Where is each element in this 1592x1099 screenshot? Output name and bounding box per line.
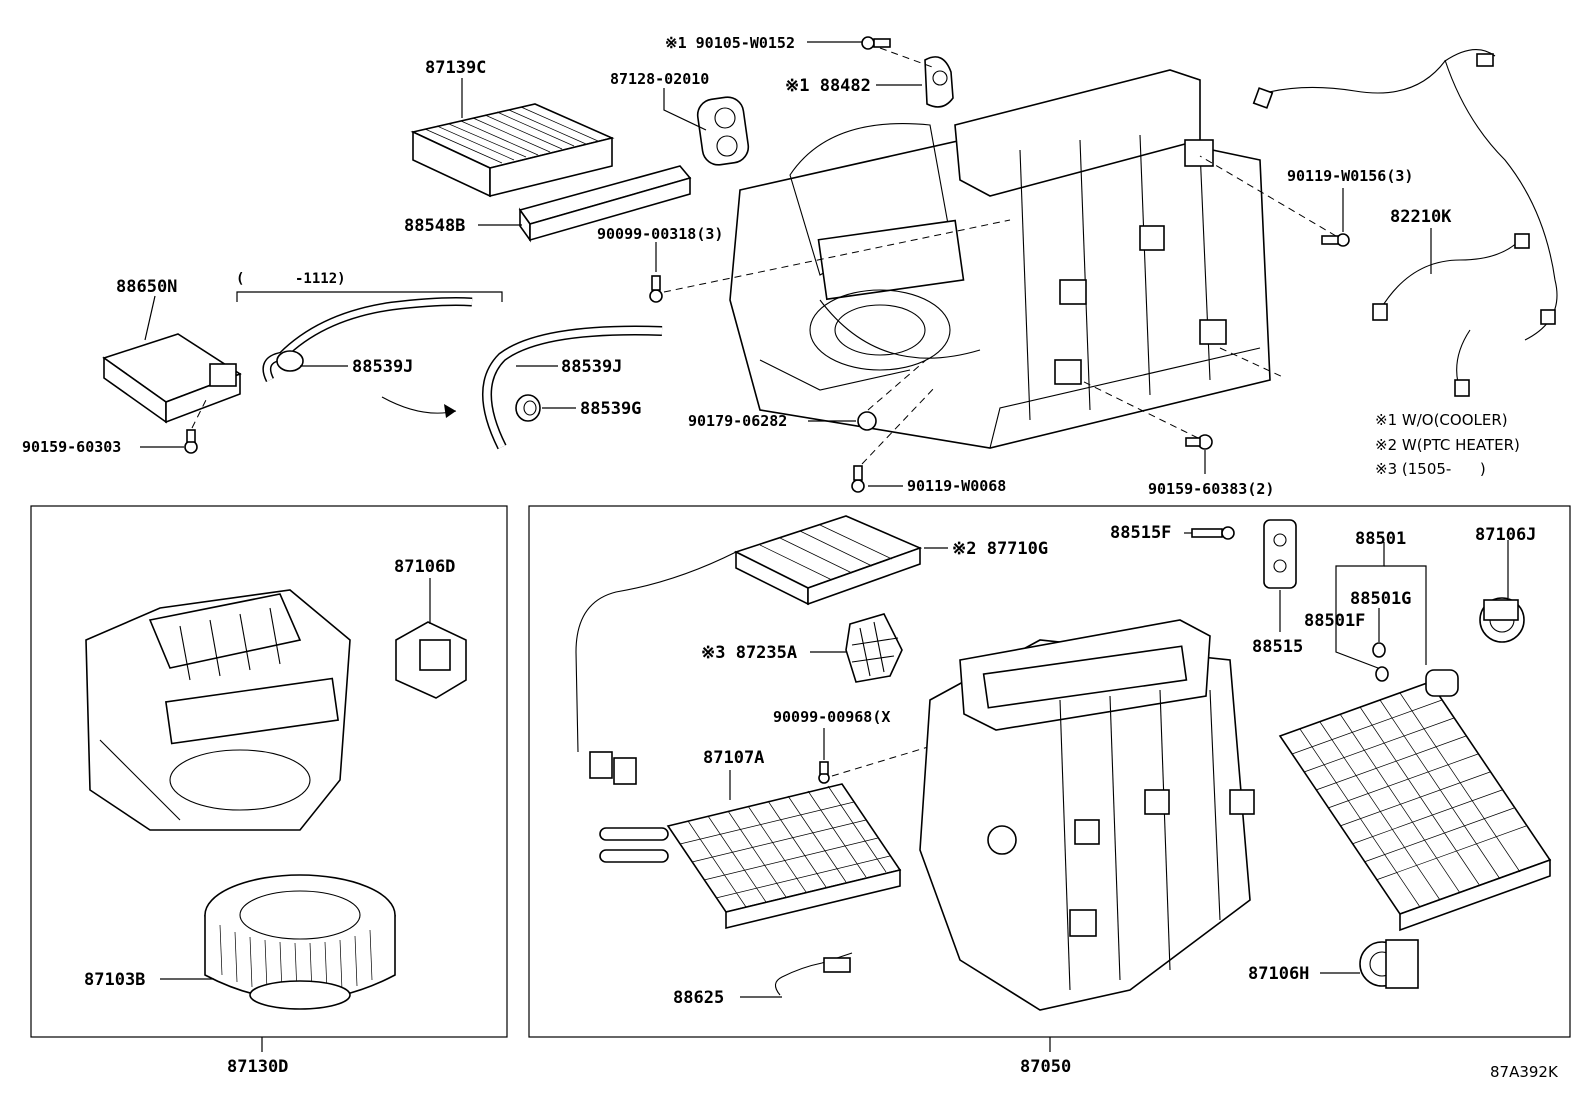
label-87106D[interactable]: 87106D: [394, 557, 455, 577]
blower-assembly-frame: [30, 505, 508, 1038]
bolt-90099-00318-drawing: [649, 275, 663, 303]
hose-88539J-b-drawing: [482, 325, 663, 450]
label-88501G[interactable]: 88501G: [1350, 589, 1411, 609]
label-88482[interactable]: ※1 88482: [785, 76, 871, 96]
label-87710G[interactable]: ※2 87710G: [952, 539, 1048, 559]
servo-87106D-drawing: [395, 621, 467, 699]
label-90105-W0152[interactable]: ※1 90105-W0152: [665, 34, 795, 52]
label-range-1112: ( -1112): [236, 271, 346, 287]
part-labels: 87139C 87128-02010 ※1 90105-W0152 ※1 884…: [22, 34, 1559, 1081]
footnotes: ※1 W/O(COOLER) ※2 W(PTC HEATER) ※3 (1505…: [1375, 411, 1520, 478]
blower-motor-87103B-drawing: [204, 874, 396, 1010]
bolt-90159-60383-drawing: [1185, 434, 1213, 450]
filter-87139C-drawing: [410, 103, 615, 198]
label-87106J[interactable]: 87106J: [1475, 525, 1536, 545]
seal-88501G-drawing: [1372, 642, 1386, 658]
evaporator-drawing: [1278, 669, 1552, 932]
direction-arrowhead: [444, 404, 456, 418]
nut-90179-06282-drawing: [857, 411, 877, 431]
servo-87106H-drawing: [1359, 939, 1419, 989]
main-hvac-assembly-drawing: [729, 69, 1271, 449]
sensor-88625-drawing: [774, 952, 853, 996]
label-87235A[interactable]: ※3 87235A: [701, 643, 797, 663]
label-90179-06282[interactable]: 90179-06282: [688, 412, 787, 430]
label-88515[interactable]: 88515: [1252, 637, 1303, 657]
bolt-90119-W0156-drawing: [1321, 233, 1350, 247]
heater-core-87107A-drawing: [599, 783, 902, 930]
footnote-3: ※3 (1505- ): [1375, 460, 1486, 478]
range-bracket: [236, 291, 503, 302]
label-88501[interactable]: 88501: [1355, 529, 1406, 549]
hose-88539J-a-drawing: [262, 297, 473, 383]
label-90099-00968[interactable]: 90099-00968(X: [773, 708, 890, 726]
wire-harness-82210K-drawing: [1252, 49, 1558, 397]
label-87106H[interactable]: 87106H: [1248, 964, 1309, 984]
label-88625[interactable]: 88625: [673, 988, 724, 1008]
bracket-87235A-drawing: [845, 613, 903, 683]
label-87139C[interactable]: 87139C: [425, 58, 486, 78]
label-90159-60383[interactable]: 90159-60383(2): [1148, 480, 1274, 498]
label-87107A[interactable]: 87107A: [703, 748, 764, 768]
diagram-code: 87A392K: [1490, 1063, 1559, 1081]
cover-88482-drawing: [924, 56, 954, 108]
servo-87106J-drawing: [1479, 597, 1525, 643]
label-87103B[interactable]: 87103B: [84, 970, 145, 990]
blower-case-drawing: [85, 589, 351, 831]
bolt-90099-00968-drawing: [818, 761, 830, 784]
label-90119-W0068[interactable]: 90119-W0068: [907, 477, 1006, 495]
label-88650N[interactable]: 88650N: [116, 277, 177, 297]
seal-88501F-drawing: [1375, 666, 1389, 682]
grommet-87128-drawing: [696, 96, 750, 166]
label-90119-W0156[interactable]: 90119-W0156(3): [1287, 167, 1413, 185]
label-88539G[interactable]: 88539G: [580, 399, 641, 419]
grommet-88539G-drawing: [515, 394, 541, 422]
bolt-88515F-drawing: [1191, 526, 1235, 540]
footnote-1: ※1 W/O(COOLER): [1375, 411, 1508, 429]
ptc-heater-87710G-drawing: [575, 515, 923, 785]
label-88539J-a[interactable]: 88539J: [352, 357, 413, 377]
bolt-90119-W0068-drawing: [851, 465, 865, 493]
label-88515F[interactable]: 88515F: [1110, 523, 1171, 543]
label-90099-00318[interactable]: 90099-00318(3): [597, 225, 723, 243]
unit-housing-87050-drawing: [919, 619, 1255, 1011]
valve-88515-drawing: [1263, 519, 1297, 589]
label-87130D[interactable]: 87130D: [227, 1057, 288, 1077]
footnote-2: ※2 W(PTC HEATER): [1375, 436, 1520, 454]
leader-88501: [1335, 542, 1385, 642]
label-88548B[interactable]: 88548B: [404, 216, 465, 236]
label-87128-02010[interactable]: 87128-02010: [610, 70, 709, 88]
label-82210K[interactable]: 82210K: [1390, 207, 1452, 227]
label-90159-60303[interactable]: 90159-60303: [22, 438, 121, 456]
module-88650N-drawing: [102, 333, 242, 424]
bolt-90105-drawing: [861, 36, 891, 50]
label-88501F[interactable]: 88501F: [1304, 611, 1365, 631]
label-88539J-b[interactable]: 88539J: [561, 357, 622, 377]
filter-frame-88548B-drawing: [518, 165, 692, 243]
bolt-90159-60303-drawing: [184, 429, 198, 454]
label-87050[interactable]: 87050: [1020, 1057, 1071, 1077]
